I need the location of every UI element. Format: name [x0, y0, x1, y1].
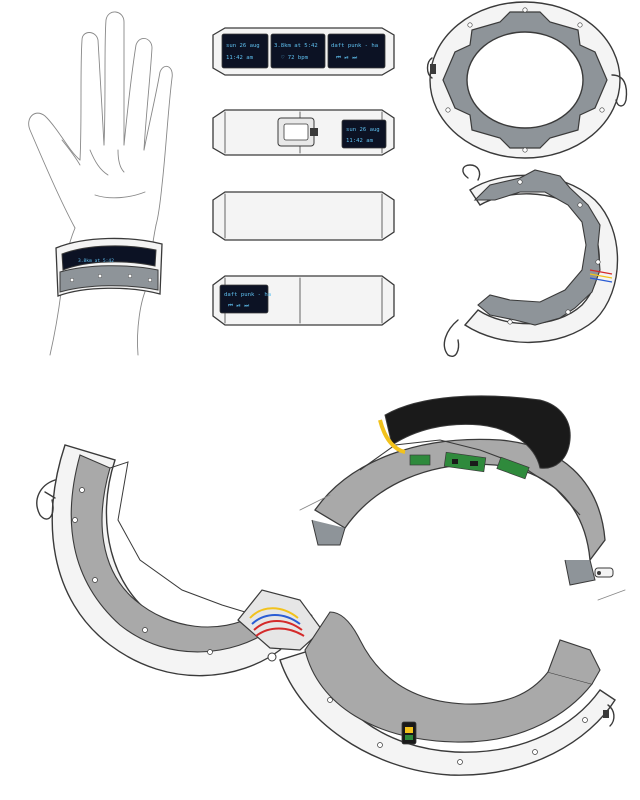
screen-right [327, 33, 386, 69]
screen-side-line1: sun 26 aug [346, 127, 380, 133]
hand-sketch-icon [28, 11, 173, 356]
screen-side [341, 119, 387, 149]
screen-center-line2: ♡ 72 bpm [281, 55, 309, 61]
pcb-icon [409, 451, 530, 480]
screen-left-line1: sun 26 aug [226, 43, 260, 49]
clasp-icon [277, 117, 318, 147]
bracelet-ring-open [443, 164, 619, 357]
screen-bottom [219, 284, 269, 314]
screen-bottom-line1: daft punk - ha [224, 292, 271, 298]
bracelet-icon: 3.8km at 5:42 [55, 237, 163, 297]
bracelet-top-view-screens: sun 26 aug 11:42 am 3.8km at 5:42 ♡ 72 b… [212, 27, 395, 76]
exploded-left-arc [36, 444, 313, 677]
exploded-hinge-wires [237, 589, 323, 662]
bracelet-bottom-view-screen: daft punk - ha ⏮ ⏯ ⏭ [212, 275, 395, 326]
screen-center-line1: 3.8km at 5:42 [274, 43, 318, 49]
screen-center [270, 33, 326, 69]
screen-right-line1: daft punk - ha [331, 43, 378, 49]
cable-icon [249, 607, 305, 637]
wrist-screen-text: 3.8km at 5:42 [78, 258, 114, 264]
screen-left [221, 33, 269, 69]
screen-bottom-line2: ⏮ ⏯ ⏭ [228, 303, 249, 309]
exploded-right-arc [279, 611, 616, 776]
screen-right-line2: ⏮ ⏯ ⏭ [336, 55, 357, 61]
bracelet-plain-view [212, 191, 395, 241]
bracelet-back-view-clasp: sun 26 aug 11:42 am [212, 109, 395, 156]
bracelet-ring-closed [426, 1, 628, 159]
screen-left-line2: 11:42 am [226, 55, 254, 61]
exploded-top-arc [299, 395, 626, 601]
screen-side-line2: 11:42 am [346, 138, 374, 144]
